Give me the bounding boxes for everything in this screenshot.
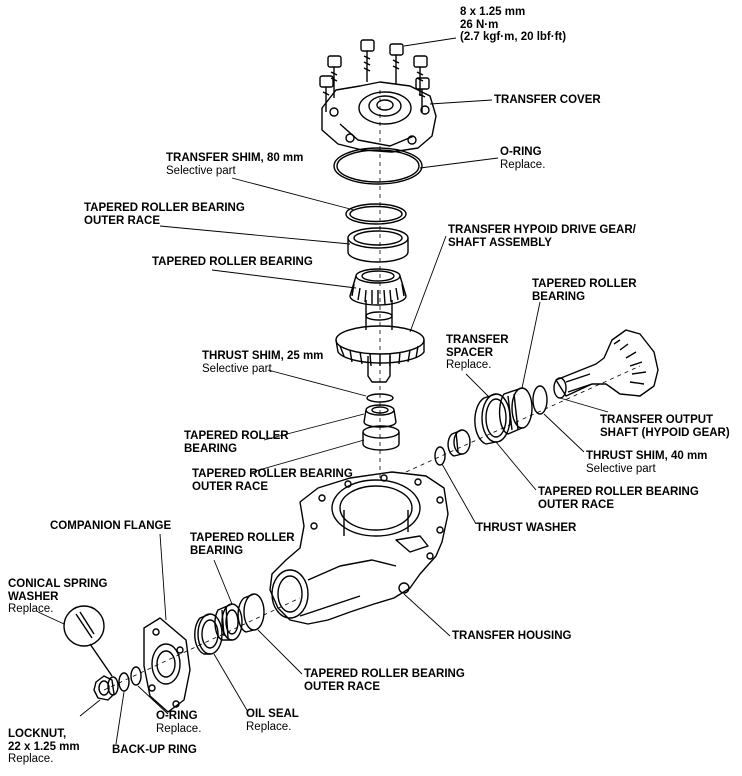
label-transfer-housing: TRANSFER HOUSING xyxy=(452,630,572,642)
label-thrust-washer: THRUST WASHER xyxy=(476,522,577,534)
label-outer-race-top: TAPERED ROLLER BEARING OUTER RACE xyxy=(84,202,245,227)
locknut xyxy=(93,675,115,701)
tapered-roller-bearing-top xyxy=(349,268,407,306)
label-backup-ring: BACK-UP RING xyxy=(112,744,197,756)
oil-seal xyxy=(194,613,223,655)
label-outer-race-lower: TAPERED ROLLER BEARING OUTER RACE xyxy=(304,668,465,693)
outer-race-mid xyxy=(362,425,400,451)
thrust-washer xyxy=(434,446,446,466)
label-trb-right: TAPERED ROLLER BEARING xyxy=(532,278,637,303)
outer-race-top xyxy=(347,227,409,263)
label-o-ring-lower: O-RING Replace. xyxy=(156,710,202,735)
bolt-torque: 26 N·m xyxy=(460,18,499,31)
label-outer-race-mid: TAPERED ROLLER BEARING OUTER RACE xyxy=(192,468,353,493)
companion-flange xyxy=(143,617,191,713)
label-transfer-shim-80: TRANSFER SHIM, 80 mm Selective part xyxy=(166,152,304,177)
transfer-spacer xyxy=(447,429,471,457)
label-output-shaft: TRANSFER OUTPUT SHAFT (HYPOID GEAR) xyxy=(600,414,730,439)
label-bolt-spec: 8 x 1.25 mm 26 N·m (2.7 kgf·m, 20 lbf·ft… xyxy=(460,6,566,44)
label-trb-mid: TAPERED ROLLER BEARING xyxy=(184,430,289,455)
bolt xyxy=(413,55,428,96)
label-outer-race-right: TAPERED ROLLER BEARING OUTER RACE xyxy=(538,486,699,511)
label-companion-flange: COMPANION FLANGE xyxy=(50,520,172,532)
bolt xyxy=(389,43,404,84)
label-conical-washer: CONICAL SPRING WASHER Replace. xyxy=(8,578,108,615)
bolt-group xyxy=(319,39,430,112)
bolt-size: 8 x 1.25 mm xyxy=(460,6,526,18)
o-ring-top xyxy=(333,147,423,185)
outer-race-lower xyxy=(237,593,265,633)
transfer-cover xyxy=(321,81,437,153)
thrust-shim-40 xyxy=(532,385,548,415)
bolt xyxy=(319,75,334,112)
o-ring-lower xyxy=(130,666,142,686)
bolt xyxy=(360,39,375,82)
transfer-housing xyxy=(269,471,449,625)
tapered-roller-bearing-mid xyxy=(363,404,397,428)
label-trb-top: TAPERED ROLLER BEARING xyxy=(152,256,313,268)
label-thrust-shim-25: THRUST SHIM, 25 mm Selective part xyxy=(202,350,324,375)
label-o-ring-top: O-RING Replace. xyxy=(500,146,546,171)
label-trb-lower: TAPERED ROLLER BEARING xyxy=(190,532,295,557)
back-up-ring xyxy=(118,672,130,692)
label-locknut: LOCKNUT, 22 x 1.25 mm Replace. xyxy=(8,728,80,765)
label-transfer-spacer: TRANSFER SPACER Replace. xyxy=(446,334,509,371)
bolt-torque-alt: (2.7 kgf·m, 20 lbf·ft) xyxy=(460,31,567,43)
transfer-shim-80 xyxy=(345,203,407,225)
label-oil-seal: OIL SEAL Replace. xyxy=(246,708,299,733)
label-thrust-shim-40: THRUST SHIM, 40 mm Selective part xyxy=(586,450,708,475)
label-hypoid-drive-gear: TRANSFER HYPOID DRIVE GEAR/ SHAFT ASSEMB… xyxy=(448,224,636,249)
outer-race-right xyxy=(474,393,511,445)
label-transfer-cover: TRANSFER COVER xyxy=(494,94,601,106)
washer-detail-callout xyxy=(63,605,113,677)
output-shaft xyxy=(553,329,659,399)
